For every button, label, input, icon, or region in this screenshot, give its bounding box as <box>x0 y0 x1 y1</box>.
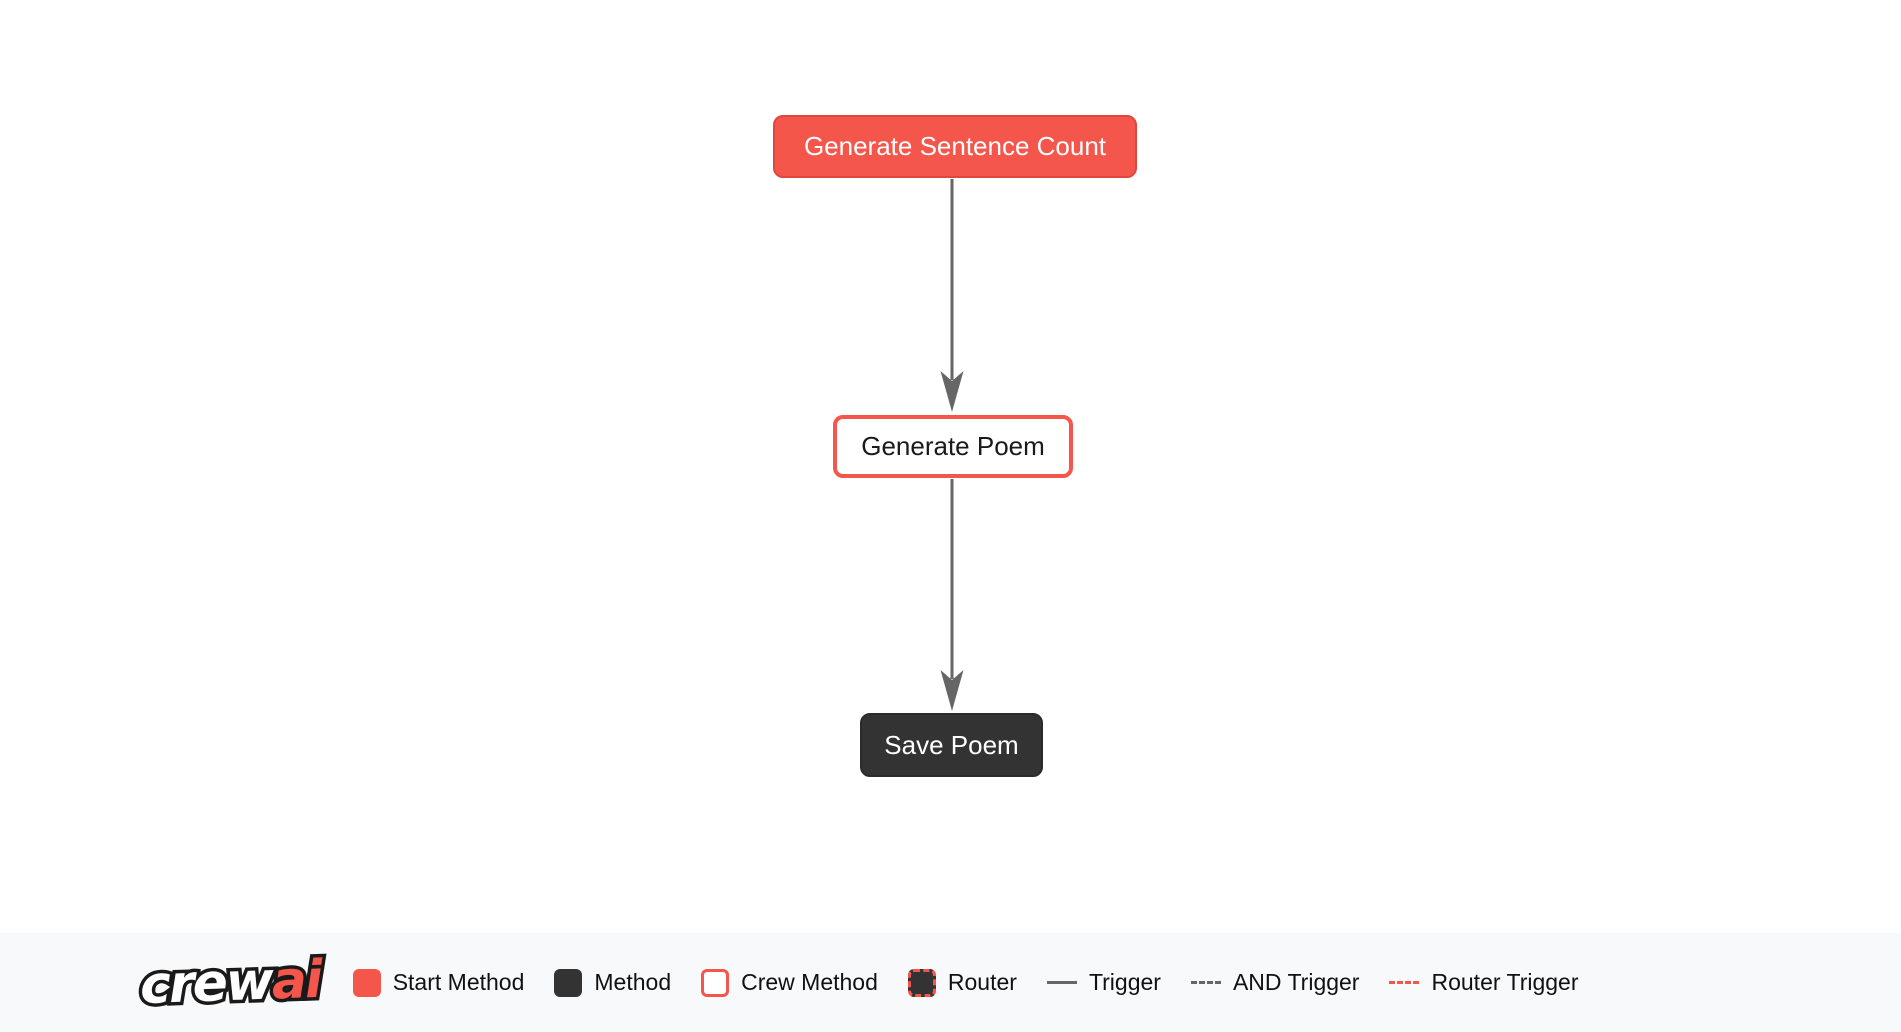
legend-item-router-trigger: Router Trigger <box>1389 969 1579 996</box>
method-swatch-icon <box>554 968 583 997</box>
trigger-line-icon <box>1046 981 1077 984</box>
crewai-logo: crewai <box>136 946 326 1019</box>
legend-item-trigger: Trigger <box>1046 969 1161 996</box>
legend-label-router: Router <box>947 969 1017 995</box>
node-save-poem[interactable]: Save Poem <box>860 713 1043 777</box>
legend-label-start-method: Start Method <box>392 969 525 995</box>
legend-label-method: Method <box>594 969 672 995</box>
node-generate-sentence-count[interactable]: Generate Sentence Count <box>773 115 1137 178</box>
legend-item-crew-method: Crew Method <box>701 968 878 997</box>
legend-item-method: Method <box>554 968 672 997</box>
legend-bar: crewai Start Method Method Crew Method R… <box>0 933 1901 1032</box>
legend-label-crew-method: Crew Method <box>741 969 878 995</box>
legend-item-start-method: Start Method <box>352 968 525 997</box>
flow-edges <box>940 179 964 711</box>
legend-label-trigger: Trigger <box>1088 969 1161 995</box>
router-trigger-line-icon <box>1389 981 1420 984</box>
logo-text-ai: ai <box>267 946 325 1015</box>
start-method-swatch-icon <box>352 968 381 997</box>
legend-label-router-trigger: Router Trigger <box>1431 969 1579 995</box>
node-generate-poem[interactable]: Generate Poem <box>833 415 1073 478</box>
and-trigger-line-icon <box>1190 981 1221 984</box>
legend-label-and-trigger: AND Trigger <box>1232 969 1360 995</box>
edge-trigger-1 <box>940 179 964 412</box>
flow-canvas[interactable]: Generate Sentence Count Generate Poem Sa… <box>0 0 1901 932</box>
edge-trigger-2 <box>940 479 964 711</box>
crew-method-swatch-icon <box>701 968 730 997</box>
legend-item-router: Router <box>907 968 1017 997</box>
legend-item-and-trigger: AND Trigger <box>1190 969 1360 996</box>
router-swatch-icon <box>907 968 936 997</box>
logo-text-crew: crew <box>136 948 277 1020</box>
